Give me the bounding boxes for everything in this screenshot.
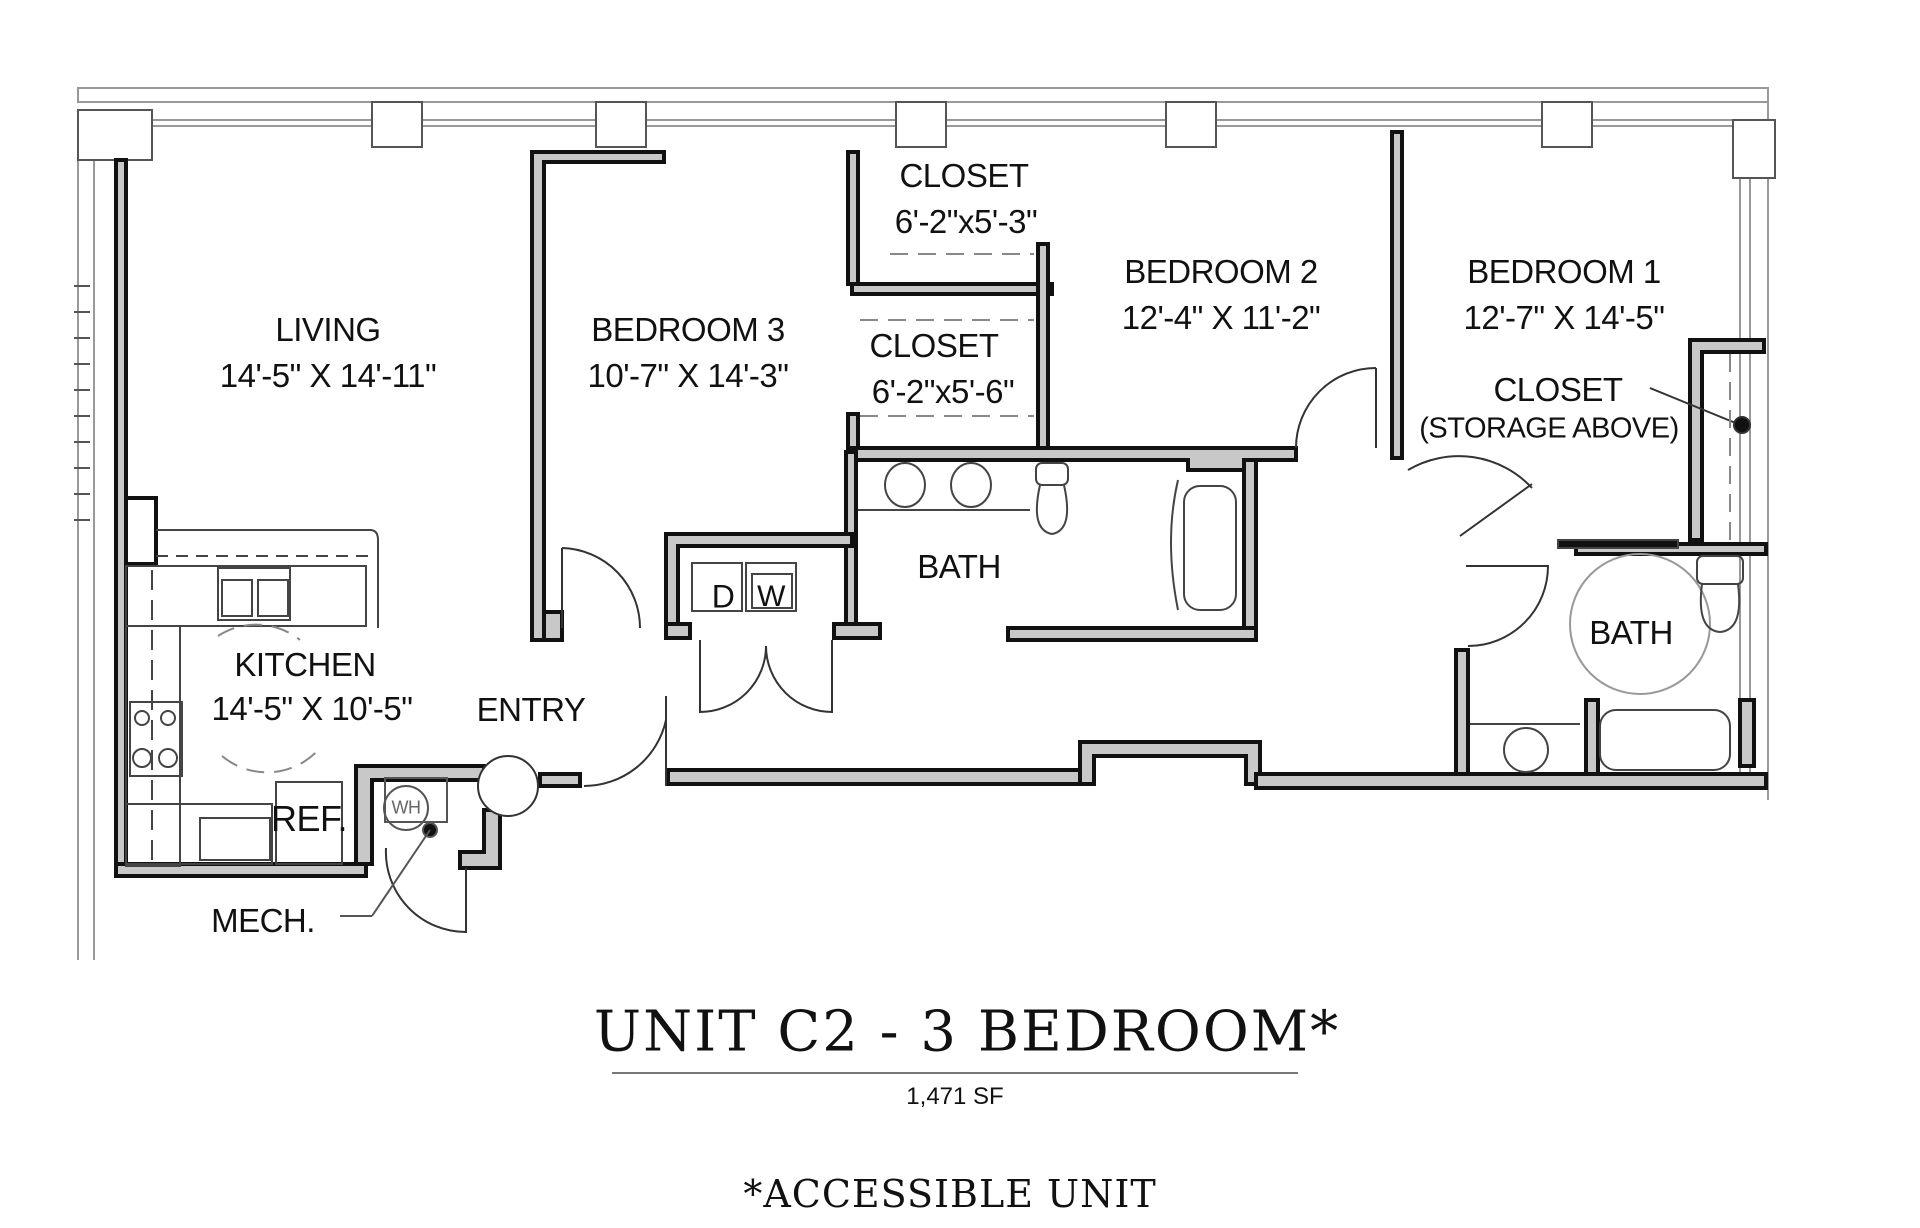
- living-dims: 14'-5" X 14'-11": [219, 357, 437, 394]
- laundry-units: [691, 562, 797, 612]
- title-divider: [612, 1072, 1298, 1074]
- closet-shelves: [860, 253, 1034, 417]
- closet-a-label: CLOSET: [899, 157, 1029, 194]
- unit-title: UNIT C2 - 3 BEDROOM*: [593, 999, 1341, 1065]
- bedroom2-dims: 12'-4" X 11'-2": [1121, 299, 1321, 336]
- closet-storage-label: CLOSET: [1493, 371, 1623, 408]
- entry-column: [477, 755, 539, 817]
- kitchen-cabinets: [125, 529, 379, 867]
- ref-label: REF.: [270, 798, 348, 839]
- kitchen-dims: 14'-5" X 10'-5": [211, 690, 413, 727]
- hall-bath-label: BATH: [917, 548, 1001, 585]
- living-label: LIVING: [275, 311, 381, 348]
- master-bath-label: BATH: [1589, 614, 1673, 651]
- water-heater: [340, 777, 448, 917]
- door-swings: [384, 367, 1550, 934]
- walls: [114, 130, 1768, 878]
- closet-a-dims: 6'-2"x5'-3": [894, 203, 1038, 240]
- bedroom1-label: BEDROOM 1: [1467, 253, 1661, 290]
- left-window-ticks: [74, 285, 90, 521]
- unit-area: 1,471 SF: [906, 1083, 1004, 1110]
- bedroom1-dims: 12'-7" X 14'-5": [1463, 299, 1665, 336]
- kitchen-label: KITCHEN: [234, 646, 376, 683]
- closet-b-label: CLOSET: [869, 327, 999, 364]
- closet-storage-note: (STORAGE ABOVE): [1419, 412, 1679, 445]
- dryer-label: D: [711, 578, 735, 615]
- bedroom2-label: BEDROOM 2: [1124, 253, 1318, 290]
- entry-label: ENTRY: [476, 691, 586, 728]
- bedroom3-label: BEDROOM 3: [591, 311, 785, 348]
- closet-leader: [1649, 354, 1751, 540]
- water-heater-label: WH: [391, 797, 422, 818]
- mech-label: MECH.: [211, 902, 315, 939]
- accessible-footnote: *ACCESSIBLE UNIT: [743, 1172, 1157, 1216]
- master-bath-fixtures: [1470, 539, 1744, 773]
- washer-label: W: [757, 580, 785, 613]
- closet-b-dims: 6'-2"x5'-6": [871, 373, 1015, 410]
- bedroom3-dims: 10'-7" X 14'-3": [587, 357, 789, 394]
- hall-bath-fixtures: [858, 462, 1237, 611]
